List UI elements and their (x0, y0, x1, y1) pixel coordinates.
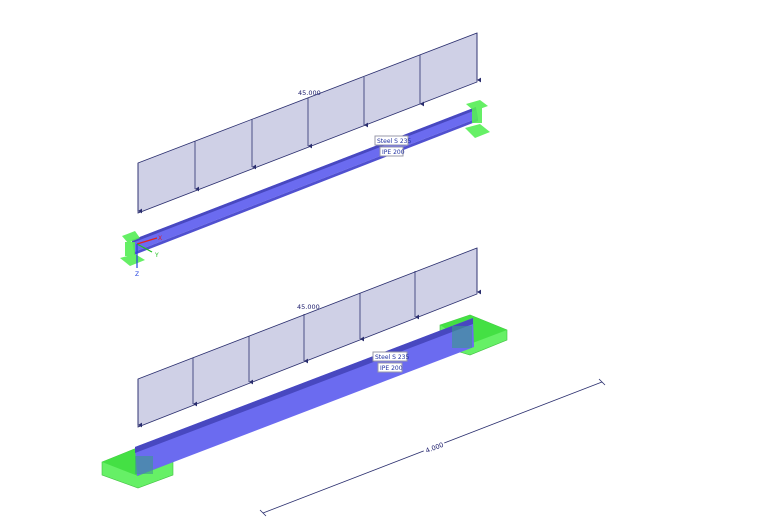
x-axis-label: X (158, 235, 162, 242)
coordinate-axes: X Y Z (135, 235, 162, 278)
load-arrows (137, 248, 481, 428)
bottom-model: 45.000 Steel S 235 IPE 200 4.000 (101, 247, 606, 517)
y-axis-label: Y (154, 252, 159, 259)
load-arrows (137, 33, 481, 214)
load-value-label: 45.000 (297, 303, 320, 311)
member-label: Steel S 235 IPE 200 (374, 135, 411, 157)
support-left[interactable] (120, 231, 145, 266)
member-label: Steel S 235 IPE 200 (372, 351, 409, 373)
support-right[interactable] (465, 100, 490, 138)
dimension-label: 4.000 (425, 441, 445, 455)
top-model: 45.000 Steel S 235 IPE 200 X Y (120, 32, 490, 278)
section-label: IPE 200 (382, 149, 405, 156)
material-label: Steel S 235 (375, 354, 409, 361)
material-label: Steel S 235 (377, 138, 411, 145)
section-label: IPE 200 (380, 365, 403, 372)
z-axis-label: Z (135, 271, 139, 278)
load-value-label: 45.000 (298, 89, 321, 97)
